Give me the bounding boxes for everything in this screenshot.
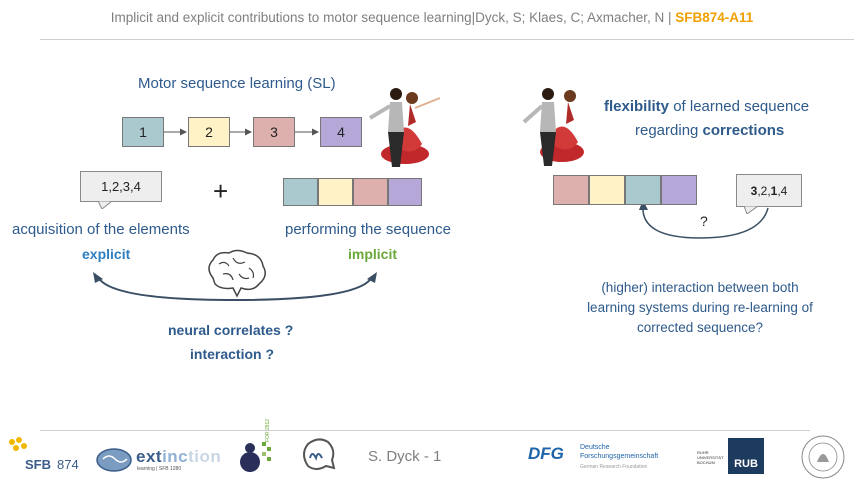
flexibility-title-line2: regarding corrections xyxy=(635,122,784,139)
correction-arc xyxy=(642,204,769,239)
explicit-label: explicit xyxy=(82,246,131,262)
flexibility-word: flexibility xyxy=(604,98,670,115)
sfb-logo-icon xyxy=(9,437,27,451)
callout-tail xyxy=(98,201,112,209)
dfg-line2: Forschungsgemeinschaft xyxy=(580,453,659,460)
hu-seal-logo xyxy=(801,435,845,479)
rub-small-line1: RUHR xyxy=(697,450,709,455)
plus-sign: + xyxy=(213,176,229,206)
sequence-callout: 1,2,3,4 xyxy=(80,171,162,202)
sequence-box-2: 2 xyxy=(188,117,230,147)
interaction-text-line3: corrected sequence? xyxy=(636,320,764,335)
sequence-box-1: 1 xyxy=(122,117,164,147)
callout-part-4: ,4 xyxy=(777,183,788,198)
corrected-box-2 xyxy=(589,175,625,205)
performing-label: performing the sequence xyxy=(285,221,451,238)
perform-box-2 xyxy=(318,178,353,206)
m-logo xyxy=(303,438,336,470)
interaction-text-line1: (higher) interaction between both xyxy=(601,280,799,295)
header-citation: Implicit and explicit contributions to m… xyxy=(110,10,676,25)
dancers-illustration-right xyxy=(522,88,584,166)
for-2812-logo xyxy=(240,442,271,472)
rub-logo: RUB xyxy=(728,438,764,474)
extinction-brain-icon xyxy=(96,448,132,472)
extinction-part-a: ext xyxy=(136,447,163,466)
dancers-illustration-left xyxy=(368,88,441,167)
sequence-box-3: 3 xyxy=(253,117,295,147)
corrected-callout: 3,2,1,4 xyxy=(736,174,802,207)
callout-bold-1: 1 xyxy=(770,183,778,198)
perform-box-4 xyxy=(388,178,422,206)
callout-part-2: ,2, xyxy=(757,183,771,198)
neural-correlates-text: neural correlates ? xyxy=(168,322,294,338)
brain-icon xyxy=(208,249,266,298)
interaction-text: interaction ? xyxy=(190,346,275,362)
dfg-logo-text: DFG xyxy=(528,444,564,463)
interaction-text-line2: learning systems during re-learning of xyxy=(587,300,813,315)
perform-box-3 xyxy=(353,178,388,206)
dfg-line3: German Research Foundation xyxy=(580,464,648,470)
flexibility-title-line1: flexibility of learned sequence xyxy=(604,98,809,115)
corrected-box-1 xyxy=(553,175,589,205)
extinction-part-c: tion xyxy=(188,447,222,466)
rub-small-text: RUHR UNIVERSITÄT BOCHUM xyxy=(697,450,723,465)
regarding-text: regarding xyxy=(635,122,703,139)
perform-box-1 xyxy=(283,178,318,206)
footer-divider xyxy=(40,430,810,431)
acquisition-label: acquisition of the elements xyxy=(12,221,190,238)
rub-small-line3: BOCHUM xyxy=(697,460,715,465)
extinction-logo-text: extinction xyxy=(136,447,221,467)
explicit-implicit-arc xyxy=(97,276,373,302)
implicit-label: implicit xyxy=(348,246,398,262)
presenter-slide-number: S. Dyck - 1 xyxy=(368,448,442,465)
corrected-box-4 xyxy=(661,175,697,205)
left-title: Motor sequence learning (SL) xyxy=(138,75,336,92)
sfb-logo-text: SFB xyxy=(25,457,51,472)
extinction-subtext: learning | SFB 1280 xyxy=(137,466,182,472)
corrected-box-3 xyxy=(625,175,661,205)
extinction-part-b: inc xyxy=(162,447,189,466)
header-divider xyxy=(40,39,854,40)
callout-bold-3: 3 xyxy=(750,183,758,198)
for-2812-text: FOR 2812 xyxy=(265,418,271,442)
rub-small-line2: UNIVERSITÄT xyxy=(697,455,724,460)
corrections-word: corrections xyxy=(702,122,785,139)
question-mark: ? xyxy=(700,213,708,229)
header-code: SFB874-A11 xyxy=(675,10,754,25)
flexibility-rest: of learned sequence xyxy=(669,98,810,115)
slide-header: Implicit and explicit contributions to m… xyxy=(0,10,864,25)
arc-arrowhead-right xyxy=(367,272,377,283)
dfg-line1: Deutsche xyxy=(580,444,610,451)
arc-arrowhead-left xyxy=(93,272,103,283)
callout-tail-right xyxy=(744,206,758,214)
sequence-box-4: 4 xyxy=(320,117,362,147)
correction-arrowhead xyxy=(639,200,648,210)
sfb-logo-number: 874 xyxy=(57,457,79,472)
